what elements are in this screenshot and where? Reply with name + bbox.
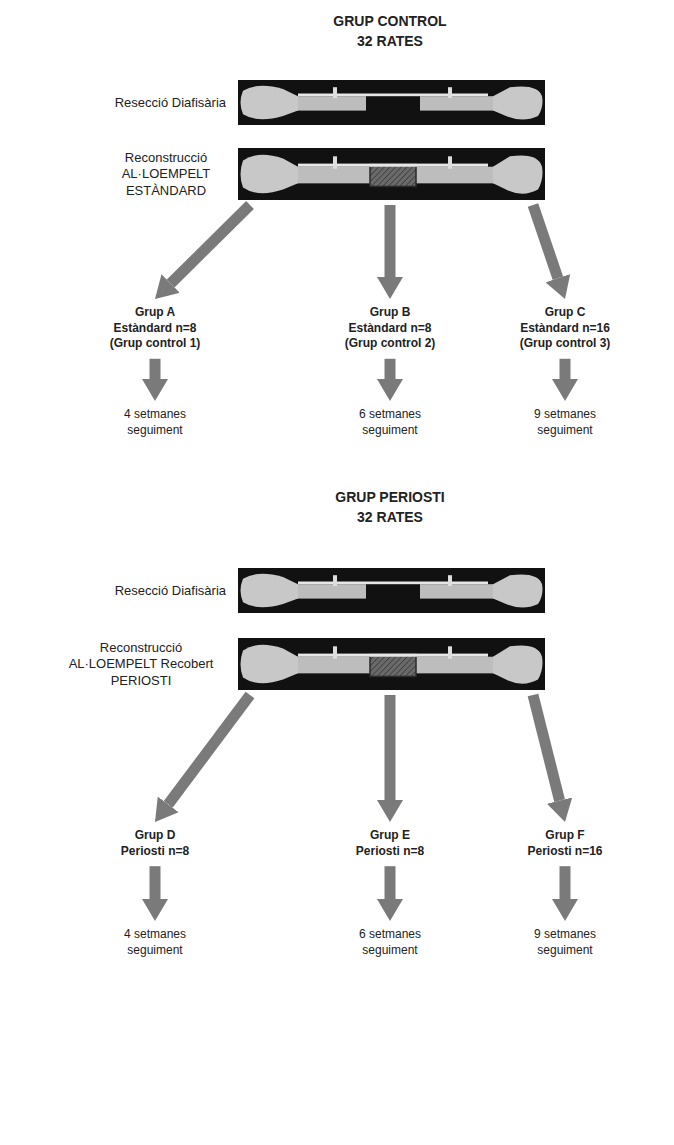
group-text: Periosti n=8: [356, 844, 424, 860]
arrow-connector: [560, 359, 571, 379]
follow-up-box: 9 setmanes seguiment: [519, 405, 611, 440]
group-text: Grup F: [527, 828, 602, 844]
group-text: Estàndard n=8: [110, 321, 201, 337]
group-box: Grup EPeriosti n=8: [352, 826, 428, 861]
arrow-connector: [533, 205, 558, 278]
group-heading: 32 RATES: [357, 508, 423, 526]
group-text: Grup E: [356, 828, 424, 844]
follow-up-text: 6 setmanes seguiment: [348, 407, 432, 438]
bone-illustration: [238, 638, 545, 690]
arrow-connector: [168, 695, 250, 804]
follow-up-box: 6 setmanes seguiment: [344, 405, 436, 440]
follow-up-box: 4 setmanes seguiment: [109, 925, 201, 960]
arrow-connector: [150, 866, 161, 899]
group-box: Grup DPeriosti n=8: [117, 826, 193, 861]
bone-illustration: [238, 148, 545, 200]
step-label: Reconstrucció AL·LOEMPELT Recobert PERIO…: [56, 640, 226, 689]
bone-image: Resecció Diafisària: [238, 568, 545, 613]
follow-up-text: 9 setmanes seguiment: [523, 927, 607, 958]
arrow-connector: [150, 359, 161, 379]
bone-illustration: [238, 80, 545, 125]
group-text: Grup A: [110, 305, 201, 321]
group-text: (Grup control 3): [520, 336, 611, 352]
bone-image: Resecció Diafisària: [238, 80, 545, 125]
arrow-connector: [385, 359, 396, 379]
follow-up-text: 4 setmanes seguiment: [113, 407, 197, 438]
step-label: Resecció Diafisària: [115, 94, 226, 110]
arrow-connector: [384, 205, 395, 277]
group-text: Estàndard n=8: [345, 321, 436, 337]
group-text: (Grup control 2): [345, 336, 436, 352]
follow-up-text: 9 setmanes seguiment: [523, 407, 607, 438]
follow-up-box: 9 setmanes seguiment: [519, 925, 611, 960]
group-text: Periosti n=8: [121, 844, 189, 860]
group-box: Grup CEstàndard n=16(Grup control 3): [516, 303, 615, 354]
group-text: (Grup control 1): [110, 336, 201, 352]
arrow-connector: [171, 205, 250, 284]
group-text: Grup B: [345, 305, 436, 321]
bone-image: Reconstrucció AL·LOEMPELT Recobert PERIO…: [238, 638, 545, 690]
group-heading: GRUP PERIOSTI: [335, 488, 444, 506]
follow-up-box: 4 setmanes seguiment: [109, 405, 201, 440]
group-text: Periosti n=16: [527, 844, 602, 860]
step-label: Resecció Diafisària: [115, 582, 226, 598]
follow-up-box: 6 setmanes seguiment: [344, 925, 436, 960]
arrow-connector: [385, 695, 396, 800]
arrow-connector: [560, 866, 571, 899]
bone-illustration: [238, 568, 545, 613]
step-label: Reconstrucció AL·LOEMPELT ESTÀNDARD: [106, 150, 226, 199]
follow-up-text: 4 setmanes seguiment: [113, 927, 197, 958]
arrow-connector: [533, 695, 560, 801]
group-text: Estàndard n=16: [520, 321, 611, 337]
group-heading: GRUP CONTROL: [333, 12, 446, 30]
group-box: Grup FPeriosti n=16: [523, 826, 606, 861]
follow-up-text: 6 setmanes seguiment: [348, 927, 432, 958]
group-box: Grup BEstàndard n=8(Grup control 2): [341, 303, 440, 354]
group-text: Grup C: [520, 305, 611, 321]
arrow-connector: [385, 866, 396, 899]
bone-image: Reconstrucció AL·LOEMPELT ESTÀNDARD: [238, 148, 545, 200]
group-heading: 32 RATES: [357, 32, 423, 50]
group-box: Grup AEstàndard n=8(Grup control 1): [106, 303, 205, 354]
group-text: Grup D: [121, 828, 189, 844]
